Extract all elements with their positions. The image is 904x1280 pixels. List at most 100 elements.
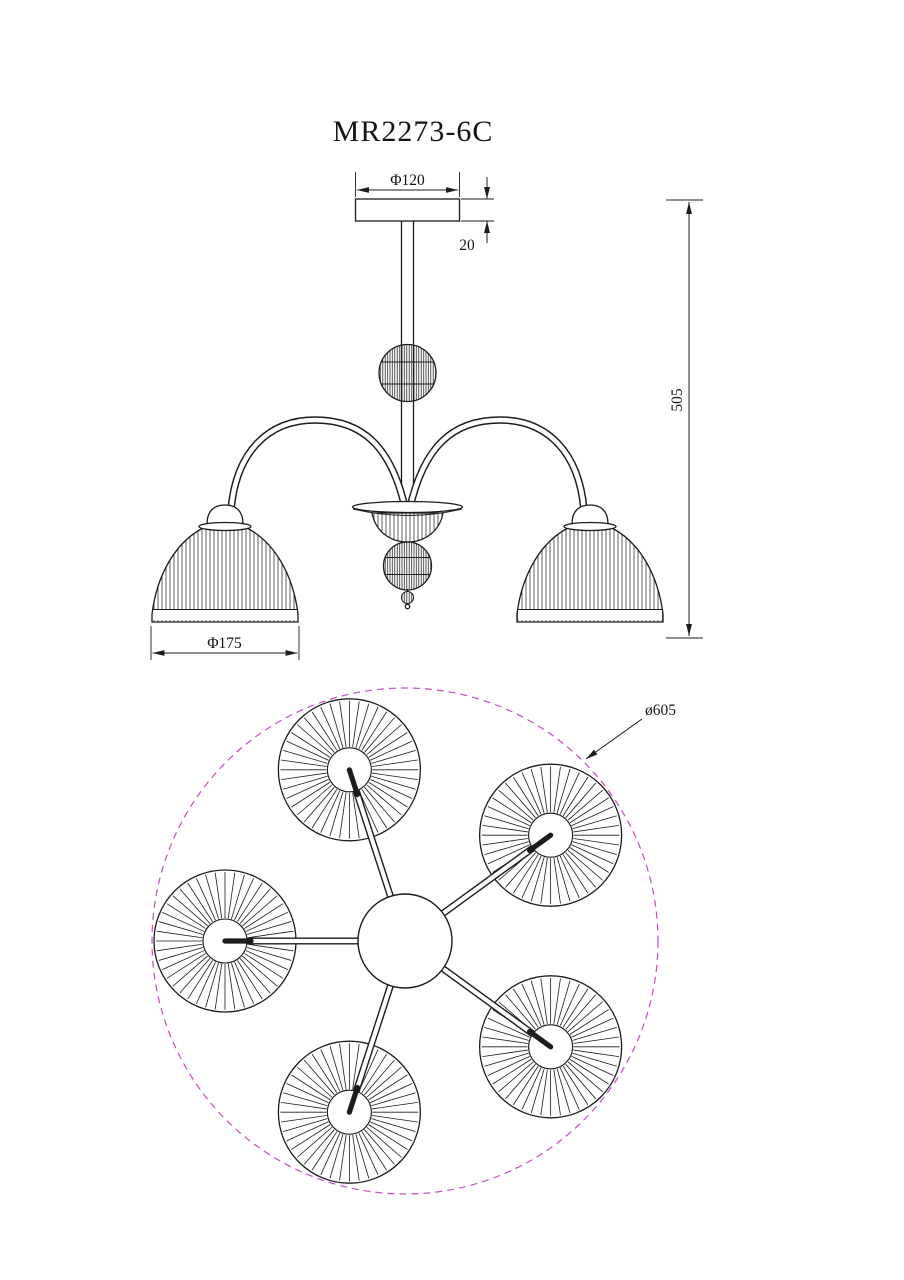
plan-shade-rib	[569, 847, 609, 873]
plan-shade-rib	[303, 717, 335, 753]
plan-shade-rib	[487, 806, 530, 827]
plan-shade-rib	[559, 855, 580, 899]
plan-shade-rib	[339, 701, 347, 748]
plan-shade-rib	[156, 943, 203, 952]
plan-shade-rib	[303, 1059, 335, 1096]
dim-canopy-diameter-label: Φ120	[390, 172, 425, 189]
plan-shade-rib	[291, 732, 331, 758]
plan-shade-rib	[166, 953, 206, 979]
plan-shade-rib	[371, 749, 416, 764]
plan-shade-rib	[368, 1124, 408, 1150]
plan-shade-rib	[172, 895, 208, 927]
plan-shade-rib	[572, 1052, 617, 1067]
plan-socket	[526, 1028, 554, 1050]
plan-shade-rib	[498, 1061, 534, 1093]
plan-shade-rib	[329, 791, 344, 837]
plan-shade-rib	[567, 789, 604, 821]
shade-fitter-dome	[571, 504, 609, 525]
plan-shade-rib	[372, 772, 418, 781]
plan-shade-rib	[573, 1049, 619, 1058]
dim-total-height: 505	[666, 199, 703, 639]
plan-shade-rib	[372, 759, 418, 767]
plan-shade-rib	[179, 888, 211, 924]
right-arm	[405, 416, 588, 513]
plan-shade-rib	[498, 789, 534, 821]
plan-shade-rib	[158, 947, 204, 961]
plan-shade-rib	[358, 1132, 379, 1176]
left-arm	[227, 416, 410, 513]
plan-shade-rib	[562, 854, 589, 894]
bobeche	[351, 500, 464, 543]
plan-shade-rib	[358, 706, 379, 750]
plan-shade-rib	[569, 1009, 609, 1035]
plan-shade-rib	[540, 857, 548, 904]
plan-shade-rib	[559, 772, 580, 815]
ceiling-plate	[354, 198, 461, 222]
plan-shade-rib	[291, 1074, 331, 1101]
plan-shade-rib	[283, 775, 328, 790]
plan-shade-rib	[187, 882, 213, 922]
shade-fitter-collar	[198, 521, 252, 532]
plan-shade-rib	[296, 724, 333, 756]
plan-shade-rib	[320, 1049, 341, 1092]
dim-total-height-label: 505	[669, 388, 686, 412]
plan-shade-rib	[562, 776, 589, 817]
plan-sockets	[222, 767, 554, 1115]
plan-shade-rib	[227, 872, 236, 919]
plan-shade-rib	[329, 1134, 344, 1179]
plan-shade-rib	[366, 784, 402, 816]
drawing-title: MR2273-6C	[333, 115, 494, 148]
plan-shade-rib	[283, 749, 328, 764]
front-view: Φ120 20 505 Φ175	[150, 172, 703, 660]
plan-shade-rib	[187, 960, 213, 1000]
plan-shade-rib	[562, 1065, 589, 1106]
plan-shade-rib	[530, 768, 545, 814]
plan-shade-rib	[572, 1026, 617, 1041]
plan-shade-rib	[540, 1069, 548, 1116]
plan-shade-rib	[368, 732, 408, 758]
plan-shade-rib	[556, 1068, 571, 1114]
plan-shade-rib	[553, 766, 561, 813]
plan-shade-rib	[244, 903, 284, 929]
plan-socket	[346, 1084, 361, 1115]
dim-overall-diameter-label: ø605	[645, 702, 676, 719]
plan-shade-rib	[352, 1134, 360, 1181]
plan-shade-rib	[368, 1074, 408, 1101]
plan-shade-rib	[553, 857, 561, 904]
plan-shade-rib	[245, 911, 288, 932]
plan-shade-rib	[352, 701, 360, 748]
plan-shade-rib	[487, 844, 530, 865]
plan-shade-rib	[553, 1069, 561, 1116]
plan-shade-rib	[239, 958, 271, 994]
plan-shade-rib	[370, 1121, 413, 1142]
plan-shade-rib	[239, 888, 271, 924]
plan-shade-rib	[505, 994, 536, 1030]
left-shade	[151, 504, 299, 623]
plan-shade-rib	[179, 958, 211, 994]
plan-shade-rib	[291, 781, 331, 808]
plan-shade-rib	[205, 874, 219, 920]
plan-shade-rib	[565, 994, 597, 1030]
plan-shade-rib	[339, 1134, 347, 1181]
plan-shade-rib	[487, 1055, 530, 1076]
plan-shade-rib	[530, 1068, 545, 1114]
plan-shade-rib	[231, 874, 245, 920]
plan-shade-rib	[492, 797, 532, 824]
plan-shade-rib	[521, 855, 542, 899]
plan-shade-rib	[482, 824, 528, 833]
plan-shade-rib	[559, 983, 580, 1027]
plan-shade-rib	[242, 895, 278, 927]
plan-shade-rib	[571, 806, 614, 827]
plan-shade-rib	[540, 766, 548, 813]
plan-shade-rib	[567, 1001, 604, 1033]
plan-shade-rib	[364, 717, 395, 753]
plan-socket	[526, 832, 554, 854]
plan-shade-rib	[286, 740, 329, 761]
plan-shade-rib	[245, 950, 288, 971]
plan-shade-rib	[311, 1131, 338, 1171]
plan-shade-rib	[281, 1115, 327, 1123]
plan-shade-rib	[320, 706, 341, 750]
plan-shade-rib	[364, 786, 395, 823]
plan-shade-rib	[372, 1115, 418, 1123]
plan-shade-rib	[205, 962, 219, 1008]
